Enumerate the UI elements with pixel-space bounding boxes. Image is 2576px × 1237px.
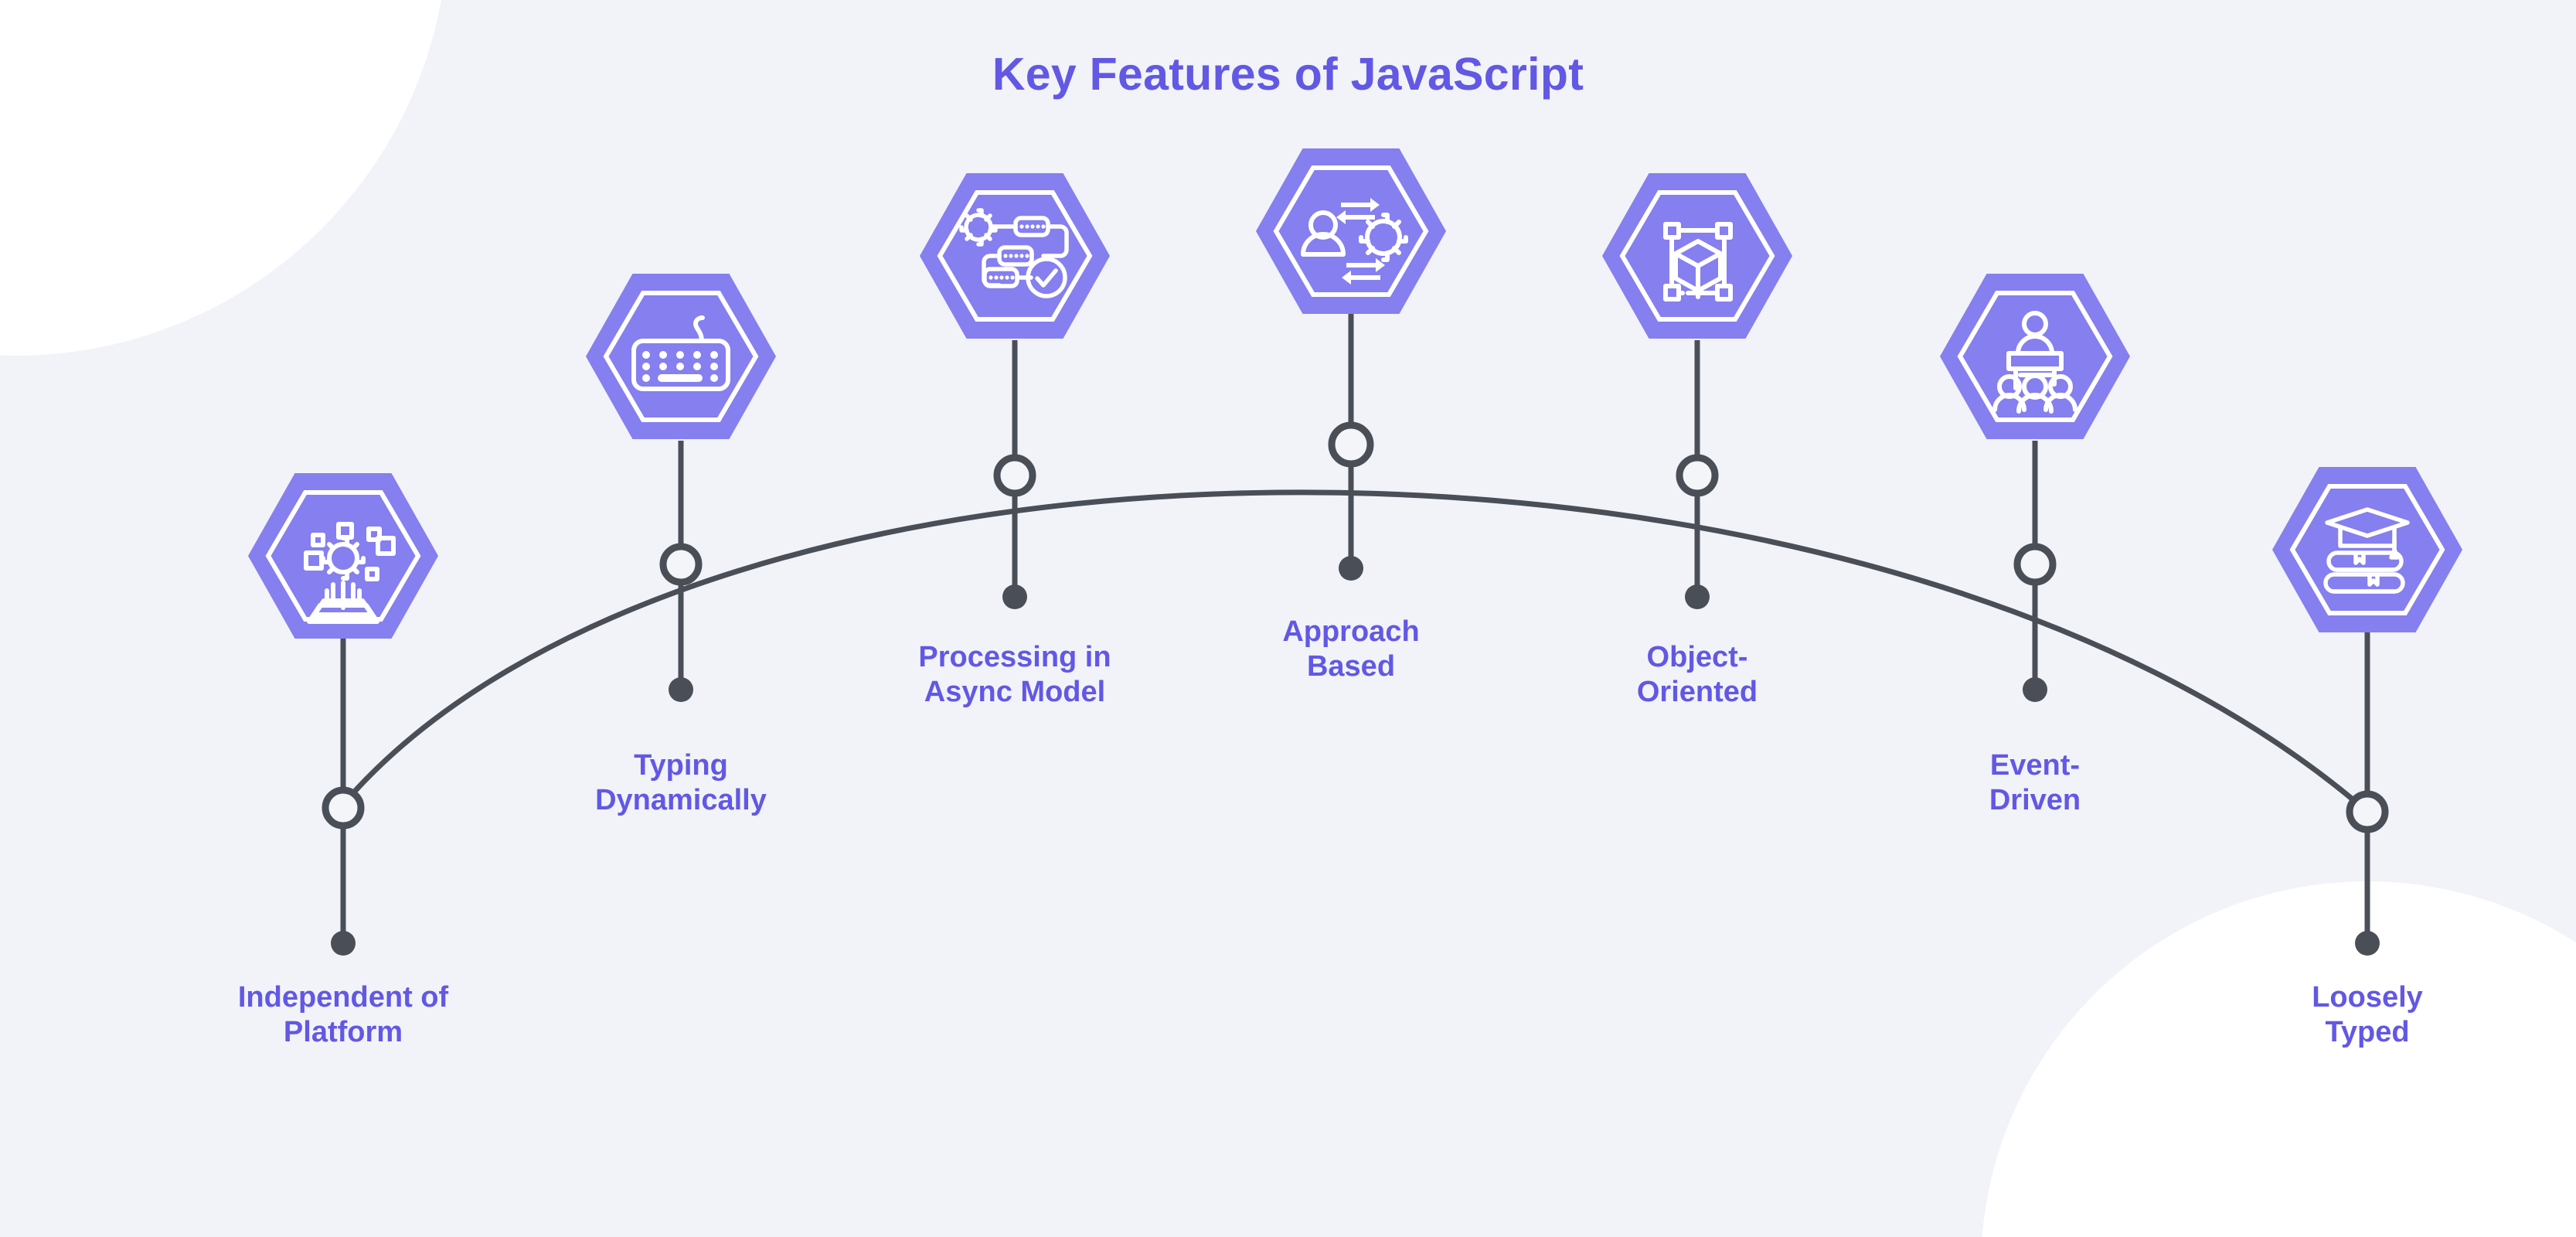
node-dot-3 bbox=[1002, 584, 1027, 609]
node-dot-2 bbox=[669, 677, 693, 702]
node-hexagon-3[interactable] bbox=[918, 172, 1111, 340]
node-hexagon-6[interactable] bbox=[1938, 272, 2132, 441]
timeline-arc bbox=[338, 489, 2370, 814]
node-label-7: Loosely Typed bbox=[2312, 981, 2423, 1048]
node-ring-4 bbox=[1328, 421, 1374, 468]
cube-frame-icon bbox=[1602, 173, 1792, 339]
node-hexagon-1[interactable] bbox=[247, 472, 440, 640]
page-title: Key Features of JavaScript bbox=[992, 49, 1584, 100]
keyboard-icon bbox=[586, 274, 776, 439]
presenter-audience-icon bbox=[1940, 274, 2130, 439]
node-hexagon-2[interactable] bbox=[584, 272, 778, 441]
node-label-5: Object- Oriented bbox=[1636, 641, 1758, 708]
node-dot-5 bbox=[1685, 584, 1710, 609]
user-gear-exchange-icon bbox=[1256, 148, 1446, 314]
node-ring-5 bbox=[1676, 454, 1719, 497]
workflow-pipeline-icon bbox=[920, 173, 1110, 339]
node-hexagon-5[interactable] bbox=[1601, 172, 1794, 340]
node-hexagon-7[interactable] bbox=[2271, 465, 2464, 634]
node-dot-4 bbox=[1339, 556, 1363, 581]
node-ring-2 bbox=[659, 543, 703, 586]
node-dot-7 bbox=[2355, 931, 2380, 956]
node-label-4: Approach Based bbox=[1282, 615, 1420, 683]
node-label-3: Processing in Async Model bbox=[918, 641, 1111, 708]
node-label-1: Independent of Platform bbox=[237, 981, 449, 1048]
node-dot-6 bbox=[2023, 677, 2047, 702]
node-hexagon-4[interactable] bbox=[1254, 147, 1448, 315]
node-label-2: Typing Dynamically bbox=[595, 749, 767, 816]
graduation-books-icon bbox=[2272, 467, 2462, 632]
node-ring-1 bbox=[322, 786, 365, 830]
node-label-6: Event- Driven bbox=[1989, 749, 2081, 816]
node-ring-7 bbox=[2346, 790, 2389, 833]
node-ring-6 bbox=[2013, 543, 2057, 586]
gear-platform-icon bbox=[248, 473, 438, 639]
node-dot-1 bbox=[331, 931, 356, 956]
node-ring-3 bbox=[993, 454, 1036, 497]
